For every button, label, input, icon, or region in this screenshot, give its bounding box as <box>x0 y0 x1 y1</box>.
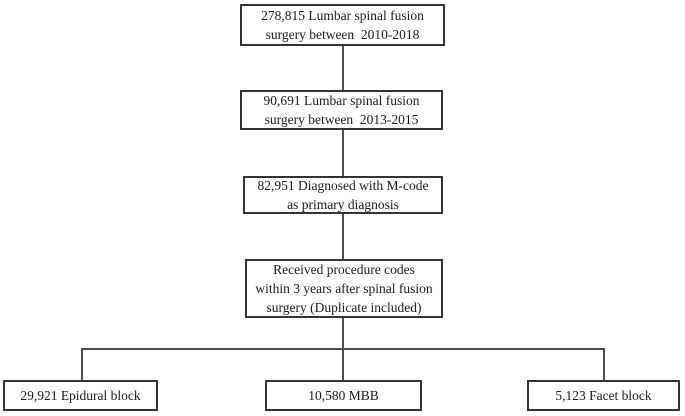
connector-drop-facet <box>603 348 605 380</box>
box-epidural-block: 29,921 Epidural block <box>3 380 158 411</box>
box-text-line: 29,921 Epidural block <box>20 388 141 403</box>
connector-box1-box2 <box>342 46 344 90</box>
box-text-line: surgery between 2010-2018 <box>265 27 420 42</box>
connector-branch-horizontal <box>81 348 605 350</box>
box-mbb: 10,580 MBB <box>265 380 422 411</box>
connector-drop-epidural <box>81 348 83 380</box>
box-text-line: within 3 years after spinal fusion <box>255 281 433 296</box>
box-text-line: 10,580 MBB <box>308 388 379 403</box>
connector-box2-box3 <box>342 130 344 176</box>
box-text-line: surgery between 2013-2015 <box>264 112 419 127</box>
box-text-line: 90,691 Lumbar spinal fusion <box>263 93 420 108</box>
connector-box3-box4 <box>342 214 344 259</box>
box-facet-block: 5,123 Facet block <box>527 380 680 411</box>
box-lumbar-fusion-2010-2018: 278,815 Lumbar spinal fusion surgery bet… <box>240 4 445 46</box>
box-lumbar-fusion-2013-2015: 90,691 Lumbar spinal fusion surgery betw… <box>240 90 443 130</box>
box-mcode-primary-diagnosis: 82,951 Diagnosed with M-code as primary … <box>243 176 443 214</box>
box-text-line: as primary diagnosis <box>287 197 399 212</box>
box-text-line: 5,123 Facet block <box>555 388 652 403</box>
box-text-line: Received procedure codes <box>273 262 415 277</box>
box-text-line: 278,815 Lumbar spinal fusion <box>261 8 424 23</box>
box-text-line: surgery (Duplicate included) <box>266 300 422 315</box>
box-received-procedure-codes: Received procedure codes within 3 years … <box>245 259 443 318</box>
box-text-line: 82,951 Diagnosed with M-code <box>257 178 429 193</box>
